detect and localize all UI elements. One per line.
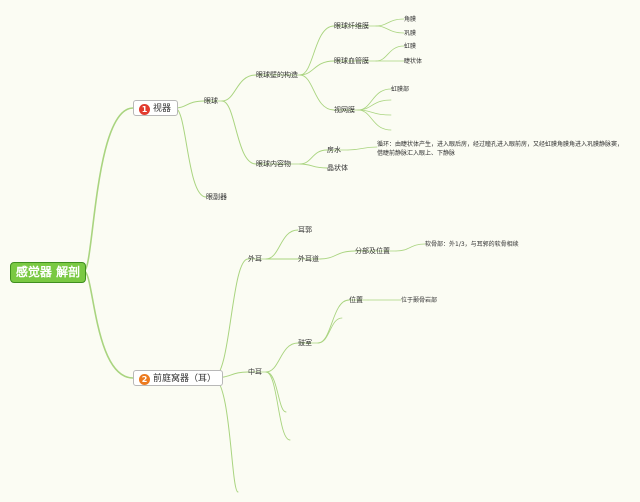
topic-cartilaginous-part[interactable]: 软骨部：外1/3，与耳郭的软骨相续 bbox=[425, 241, 519, 248]
topic-label: 前庭窝器（耳） bbox=[153, 374, 217, 384]
note-aqueous-circulation[interactable]: 循环：由睫状体产生，进入眼后房，经过瞳孔进入眼前房，又经虹膜角膜角进入巩膜静脉窦… bbox=[377, 141, 624, 157]
connector-line bbox=[357, 109, 392, 131]
root-topic[interactable]: 感觉器 解剖 bbox=[10, 262, 86, 283]
topic-ear-canal[interactable]: 外耳道 bbox=[298, 255, 319, 263]
connector-line bbox=[265, 342, 299, 373]
connector-line bbox=[347, 146, 378, 151]
topic-retina[interactable]: 视网膜 bbox=[334, 106, 355, 114]
topic-iris[interactable]: 虹膜 bbox=[404, 43, 417, 50]
connector-line bbox=[319, 250, 356, 260]
connector-line bbox=[375, 25, 405, 34]
topic-accessory-organs[interactable]: 眼副器 bbox=[206, 193, 227, 201]
connector-line bbox=[317, 299, 350, 344]
topic-lens[interactable]: 晶状体 bbox=[327, 164, 348, 172]
topic-vascular-tunic[interactable]: 眼球血管膜 bbox=[334, 57, 369, 65]
connector-line bbox=[357, 88, 392, 111]
connector-line bbox=[395, 243, 426, 252]
connector-line bbox=[317, 317, 343, 344]
connector-line bbox=[212, 377, 239, 493]
topic-auricle[interactable]: 耳郭 bbox=[298, 226, 312, 234]
connector-line bbox=[83, 107, 134, 272]
priority-2-icon: 2 bbox=[139, 374, 150, 385]
connector-line bbox=[299, 149, 328, 165]
connector-line bbox=[299, 60, 335, 76]
topic-eyeball-wall[interactable]: 眼球壁的构造 bbox=[256, 71, 298, 79]
connector-line bbox=[299, 74, 335, 111]
connector-line bbox=[221, 100, 257, 165]
topic-sclera[interactable]: 巩膜 bbox=[404, 30, 417, 37]
connector-line bbox=[221, 74, 257, 102]
connector-line bbox=[174, 100, 205, 109]
topic-label: 视器 bbox=[153, 104, 172, 114]
connector-line bbox=[265, 371, 287, 413]
topic-petrous-part[interactable]: 位于颞骨岩部 bbox=[401, 297, 438, 304]
connector-line bbox=[212, 258, 249, 379]
connector-line bbox=[299, 163, 328, 169]
topic-iridial-part[interactable]: 虹膜部 bbox=[391, 86, 410, 93]
topic-eyeball[interactable]: 眼球 bbox=[204, 97, 218, 105]
connector-line bbox=[375, 18, 405, 27]
topic-position[interactable]: 位置 bbox=[349, 296, 363, 304]
connector-line bbox=[299, 25, 335, 76]
topic-tympanic-cavity[interactable]: 鼓室 bbox=[298, 339, 312, 347]
topic-ciliary-body[interactable]: 睫状体 bbox=[404, 58, 423, 65]
priority-1-icon: 1 bbox=[139, 104, 150, 115]
connector-line bbox=[265, 229, 299, 260]
connector-line bbox=[83, 270, 134, 379]
topic-fibrous-tunic[interactable]: 眼球纤维膜 bbox=[334, 22, 369, 30]
topic-outer-ear[interactable]: 外耳 bbox=[248, 255, 262, 263]
connector-line bbox=[265, 371, 291, 441]
topic-eyeball-contents[interactable]: 眼球内容物 bbox=[256, 160, 291, 168]
connector-line bbox=[375, 45, 405, 62]
topic-parts-and-position[interactable]: 分部及位置 bbox=[355, 247, 390, 255]
topic-cornea[interactable]: 角膜 bbox=[404, 16, 417, 23]
topic-aqueous-humor[interactable]: 房水 bbox=[327, 146, 341, 154]
connector-line bbox=[174, 107, 207, 198]
connector-line bbox=[357, 99, 392, 111]
topic-middle-ear[interactable]: 中耳 bbox=[248, 368, 262, 376]
